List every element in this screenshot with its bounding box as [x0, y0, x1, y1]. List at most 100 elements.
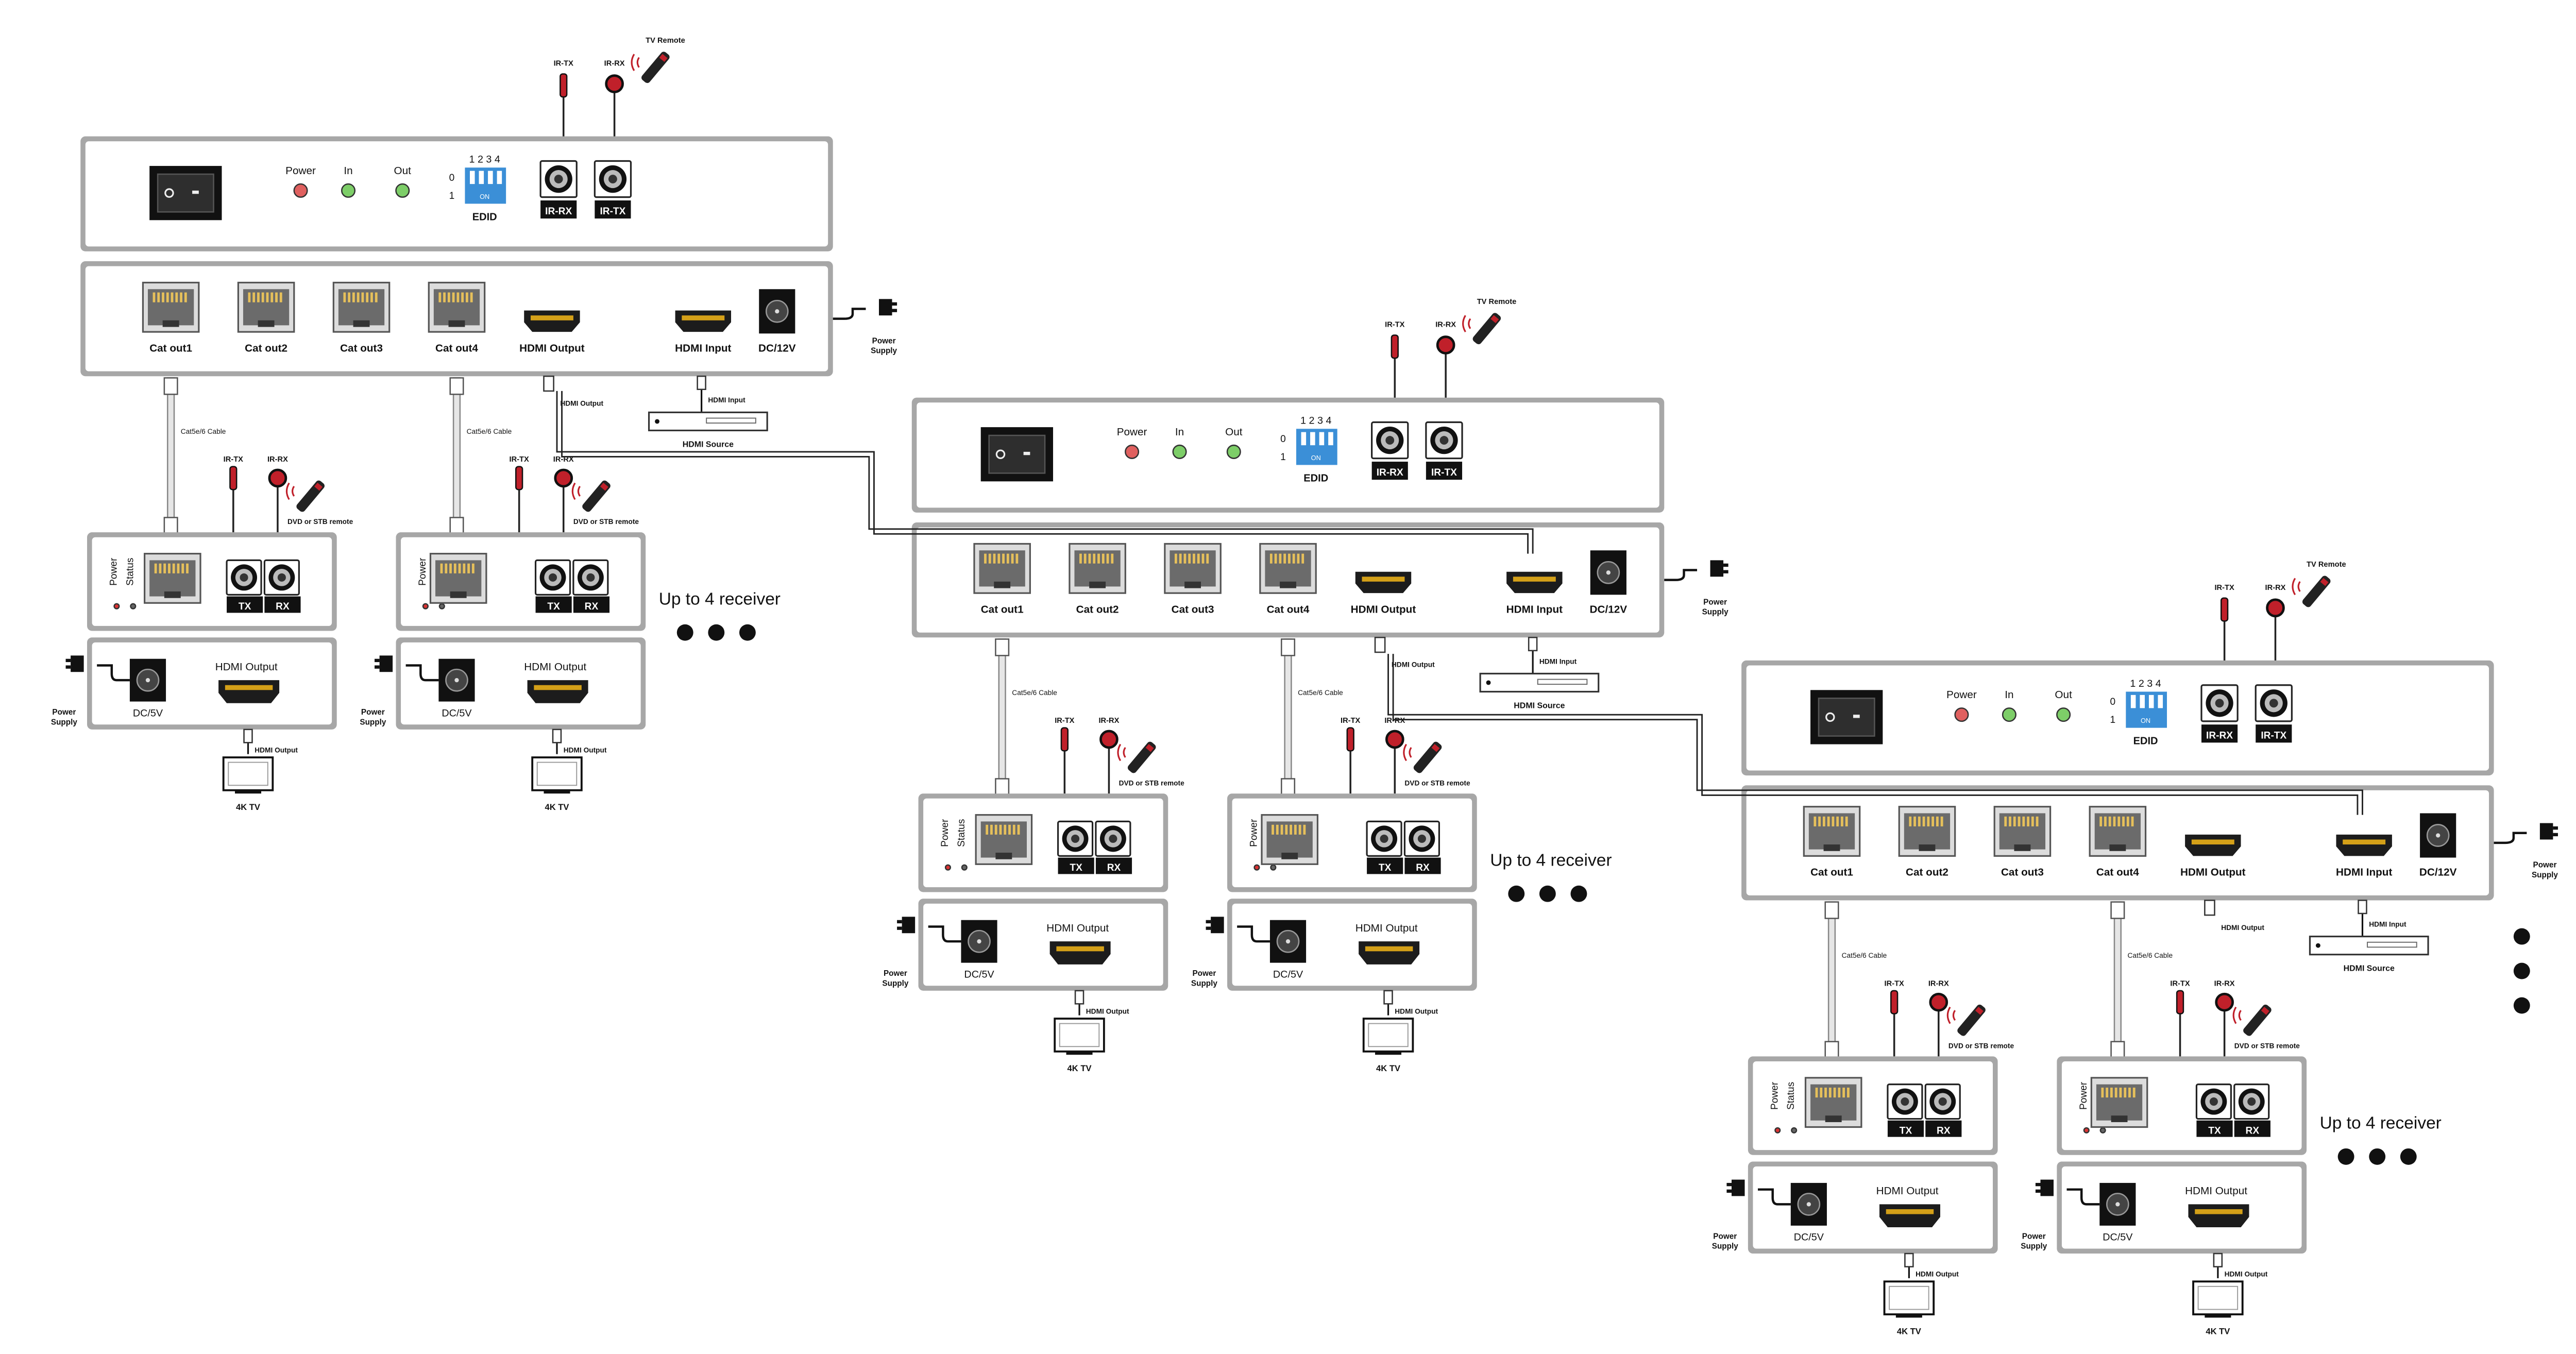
ellipsis-dot [2400, 1148, 2417, 1165]
rx-rx-jack [1403, 820, 1440, 857]
tx-tag [1058, 857, 1094, 874]
rx-tx-jack [1057, 820, 1094, 857]
daisy-chain-cables [556, 391, 2363, 815]
led-icon [1774, 1127, 1781, 1133]
more-units-ellipsis [2513, 928, 2530, 1014]
rj45-pin [1008, 824, 1011, 835]
tv-label: 4K TV [1897, 1326, 1921, 1336]
tv-icon [1883, 1280, 1935, 1315]
hdmi-plug [552, 729, 562, 743]
hdmi-pins [682, 315, 725, 320]
hdmi-source-icon [2309, 936, 2429, 956]
cable-label: Cat5e/6 Cable [2127, 952, 2173, 959]
rj45-pin [1111, 553, 1114, 564]
ellipsis-dot [2369, 1148, 2386, 1165]
ir-tx-caption: IR-TX [1885, 979, 1904, 988]
remote-emitter [1490, 315, 1499, 324]
rj45-pin [375, 292, 378, 302]
cat-out-4-port [2089, 806, 2147, 857]
ir-receiver-icon [268, 468, 287, 488]
ir-rx-tag [540, 200, 577, 219]
dvd-remote-icon [1403, 741, 1442, 773]
rj45-pin [370, 292, 373, 302]
hdmi-port-icon [1049, 941, 1111, 964]
receiver-bottom-face [1232, 903, 1472, 986]
ir-tx-tag [1426, 462, 1463, 480]
ir-tx-caption: IR-TX [554, 60, 573, 68]
power-supply-caption: Supply [360, 718, 386, 726]
rx-power-cable [97, 664, 130, 682]
receiver-bottom-face [401, 642, 641, 725]
ir-jack-center [1380, 834, 1388, 843]
rocker-on-mark [1853, 715, 1860, 718]
rx-power-label: Power [1248, 819, 1259, 847]
cable-plug [995, 638, 1010, 656]
rx-hdmi-output-label: HDMI Output [1876, 1185, 1939, 1197]
tx-jack-label: TX [547, 601, 560, 612]
rx-tag [573, 596, 610, 613]
rj45-pin [1272, 824, 1274, 835]
power-cable [833, 308, 866, 320]
rj45-pin [1106, 553, 1109, 564]
rocker-face [988, 434, 1046, 474]
ir-receiver [1099, 730, 1118, 794]
rj45-latch [2109, 844, 2126, 851]
cat-out-3-port [332, 281, 391, 333]
ir-waves [2232, 1006, 2242, 1024]
power-cable [2494, 832, 2527, 844]
rj45-pin [2108, 816, 2111, 826]
cable-plug [163, 517, 178, 535]
dc12v-jack [2420, 813, 2456, 858]
power-led-label: Power [1117, 426, 1147, 438]
ir-jack-center [2215, 699, 2224, 708]
remote-emitter [1145, 743, 1154, 752]
dc-jack-pin [2436, 833, 2441, 838]
hdmi-input-port [1506, 571, 1563, 594]
rj45-pin [1283, 553, 1286, 564]
dc12v-jack [759, 289, 795, 334]
hdmi-pins [2191, 839, 2234, 845]
led-icon [1226, 444, 1241, 459]
dc12v-label: DC/12V [2419, 867, 2457, 878]
rj45-pin [2122, 816, 2125, 826]
receiver-b-rj45 [2090, 1077, 2148, 1128]
ir-waves [285, 482, 295, 500]
ir-waves [1946, 1006, 1956, 1024]
cat-out-2-port [1898, 806, 1956, 857]
remote-control-icon [1127, 741, 1156, 773]
rj45-pin [1197, 553, 1200, 564]
ir-rx-tag [1371, 462, 1408, 480]
adapter-prong [892, 302, 897, 306]
cat-cable-2 [452, 377, 461, 532]
ir-emitter-icon [1346, 727, 1354, 752]
rj45-pin [180, 292, 182, 302]
rj45-pin [1822, 816, 1825, 826]
rj45-latch [1823, 844, 1840, 851]
rj45-pin [993, 553, 996, 564]
rj45-pin [988, 553, 991, 564]
hdmi-pins [225, 685, 273, 690]
tv-remote-caption: TV Remote [646, 37, 685, 45]
tv-icon [1362, 1018, 1414, 1055]
rj45-pin [1828, 1087, 1832, 1098]
rj45-pin [471, 563, 474, 573]
led-icon [1253, 864, 1260, 871]
ir-rx-caption: IR-RX [1098, 717, 1119, 725]
power-adapter-icon [897, 917, 916, 934]
hdmi-plug [243, 729, 253, 743]
cat-out-3-label: Cat out3 [340, 342, 383, 354]
ir-tx-jack [1425, 421, 1463, 460]
cable-plug [1824, 901, 1839, 919]
power-adapter-icon [1710, 560, 1728, 577]
cat-out-4-port [428, 281, 486, 333]
hdmi-plug [1074, 990, 1084, 1005]
dip-zero: 0 [2110, 697, 2115, 707]
dip-one: 1 [449, 191, 455, 201]
ir-jack-center [1439, 436, 1449, 445]
rj45-pin [1002, 553, 1005, 564]
